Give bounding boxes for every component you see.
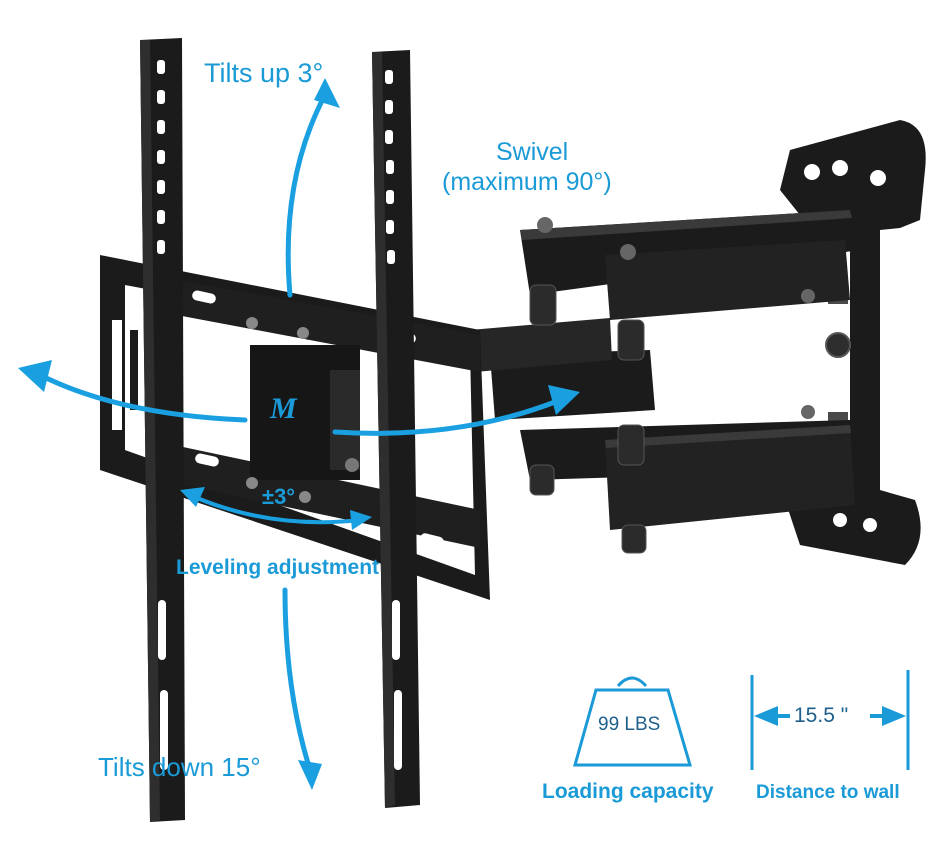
vertical-tv-arm-left (140, 38, 185, 822)
tilt-up-arrow-icon (285, 92, 328, 298)
leveling-adjustment-label: Leveling adjustment (176, 556, 380, 579)
loading-capacity-label: Loading capacity (542, 780, 714, 803)
arrows (37, 92, 563, 773)
svg-text:M: M (269, 392, 298, 425)
tilts-down-label: Tilts down 15° (98, 752, 261, 782)
distance-value: 15.5 " (794, 704, 849, 727)
weight-value: 99 LBS (598, 714, 661, 735)
brand-logo: M (269, 392, 298, 425)
swing-arms (470, 210, 860, 554)
swivel-left-arrow-icon (37, 372, 248, 423)
weight-icon (573, 676, 693, 767)
swivel-label: Swivel (496, 138, 569, 166)
distance-arrow-icon (750, 670, 910, 770)
tilt-down-arrow-icon (282, 587, 313, 773)
swivel-max-label: (maximum 90°) (442, 168, 612, 196)
vertical-tv-arm-right (372, 50, 420, 808)
swivel-right-arrow-icon (332, 397, 563, 436)
tilts-up-label: Tilts up 3° (204, 58, 324, 88)
leveling-arrow-icon (188, 493, 362, 525)
distance-to-wall-label: Distance to wall (756, 782, 900, 803)
leveling-degree-label: ±3° (262, 484, 296, 509)
